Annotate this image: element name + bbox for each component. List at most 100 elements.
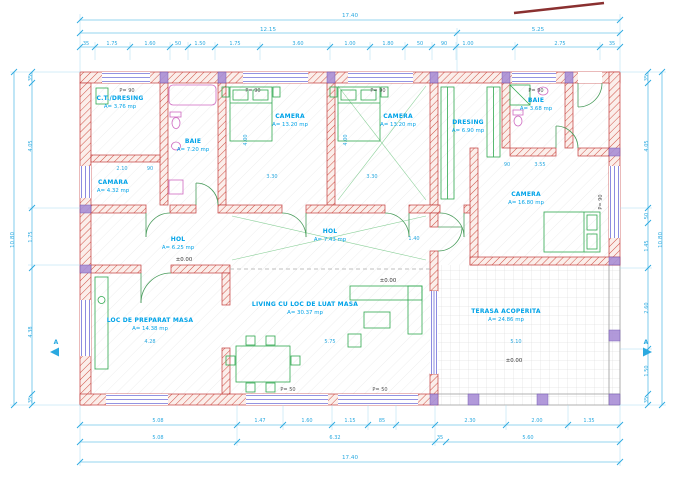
dim-interior: 90: [504, 162, 510, 168]
window-top-ct: [102, 72, 150, 83]
room-area-baie2: A= 3.68 mp: [520, 106, 553, 112]
glazing-living-terrace: [430, 291, 438, 374]
dim-top3: 90: [441, 41, 447, 47]
parapet-label: P= 90: [598, 194, 604, 209]
dim-top3: 50: [175, 41, 181, 47]
level-marker: ±0.00: [380, 278, 397, 284]
window-bottom-living-1: [246, 394, 328, 405]
dim-interior: 2.10: [116, 166, 127, 172]
columns: [79, 71, 621, 406]
window-bottom-living-2: [338, 394, 418, 405]
sofa: [349, 285, 423, 335]
section-markers: A A: [50, 339, 652, 357]
room-labels: C.T./DRESING A= 3.76 mp BAIE A= 7.20 mp …: [97, 95, 553, 332]
door-terrace: [437, 226, 463, 252]
parapet-label: P= 90: [119, 88, 134, 94]
dim-bottom1: 2.00: [531, 418, 542, 424]
room-area-camara: A= 4.32 mp: [97, 188, 130, 194]
room-name-camera3: CAMERA: [511, 191, 541, 198]
room-area-hol1: A= 6.25 mp: [162, 245, 195, 251]
section-label-left: A: [54, 339, 59, 346]
room-area-kitchen: A= 14.38 mp: [132, 326, 168, 332]
level-marker: ±0.00: [176, 257, 193, 263]
door-baie2: [555, 125, 579, 149]
dim-bottom2: 5.60: [522, 435, 533, 441]
dim-left: 4.38: [28, 326, 34, 337]
dim-top3: 35: [609, 41, 615, 47]
dim-interior: 3.55: [534, 162, 545, 168]
window-top-camera1: [243, 72, 308, 83]
room-name-kitchen: LOC DE PREPARAT MASA: [107, 317, 194, 324]
parapet-label: P= 90: [528, 88, 543, 94]
wc-baie2: [512, 109, 524, 127]
annotations: P= 90 P= 90 P= 90 P= 90 P= 90 P= 50 P= 5…: [119, 88, 604, 393]
dim-top-total: 17.40: [342, 13, 358, 19]
dim-top-right-span: 5.25: [532, 27, 545, 33]
dim-interior: 3.30: [266, 174, 277, 180]
dim-bottom2: 35: [437, 435, 443, 441]
boiler-ct: [95, 87, 109, 105]
washer-baie1: [168, 179, 184, 195]
room-name-camara: CAMARA: [98, 179, 128, 186]
dim-top3: 1.60: [144, 41, 155, 47]
dim-right-total: 10.80: [658, 232, 664, 248]
bed-camera3: [543, 211, 601, 253]
room-name-ct-dresing: C.T./DRESING: [97, 95, 144, 102]
door-baie1: [195, 182, 219, 206]
parapet-label: P= 90: [245, 88, 260, 94]
extension-lines: [10, 14, 666, 466]
window-top-camera2: [348, 72, 413, 83]
dim-top3: 1.50: [194, 41, 205, 47]
dim-interior: 90: [147, 166, 153, 172]
window-left-camara: [80, 166, 91, 198]
dim-top3: 3.60: [292, 41, 303, 47]
shower-baie2: [509, 84, 531, 106]
room-name-hol1: HOL: [171, 236, 186, 243]
section-lines: [231, 85, 427, 261]
door-camera2: [384, 212, 410, 238]
windows: [80, 72, 620, 405]
dimension-texts: 17.40 12.15 5.25 35 1.75 1.60 50 1.50 1.…: [10, 13, 664, 461]
dim-top3: 1.00: [462, 41, 473, 47]
dim-top3: 2.75: [554, 41, 565, 47]
room-name-dresing: DRESING: [452, 119, 484, 126]
dim-top3: 35: [83, 41, 89, 47]
dim-interior: 5.10: [510, 339, 521, 345]
dim-top3: 1.00: [344, 41, 355, 47]
kitchen-counter: [94, 276, 109, 370]
sink-baie2: [537, 86, 549, 96]
dim-bottom2: 5.08: [152, 435, 163, 441]
dim-bottom1: 1.35: [583, 418, 594, 424]
interior-dimension-texts: 4.00 3.30 4.00 3.30 2.10 90 4.28 5.75 5.…: [116, 134, 545, 345]
parapet-label-50: P= 50: [280, 387, 295, 393]
dim-right: 1.50: [644, 365, 650, 376]
dim-right: 4.05: [644, 140, 650, 151]
room-area-camera2: A= 13.20 mp: [380, 122, 416, 128]
dim-right: 35: [644, 397, 650, 403]
dim-bottom1: 1.60: [301, 418, 312, 424]
dim-top-left-span: 12.15: [260, 27, 276, 33]
window-bottom-kitchen: [106, 394, 168, 405]
dim-right: 35: [644, 75, 650, 81]
level-marker: ±0.00: [506, 358, 523, 364]
room-area-camera1: A= 13.20 mp: [272, 122, 308, 128]
dim-left-total: 10.80: [10, 232, 16, 248]
door-kitchen: [140, 272, 172, 304]
dim-right: 1.45: [644, 240, 650, 251]
dim-interior: 3.30: [366, 174, 377, 180]
wardrobe-dresing-right: [486, 86, 501, 158]
dim-left: 4.05: [28, 140, 34, 151]
room-area-terasa: A= 24.86 mp: [488, 317, 524, 323]
room-area-baie1: A= 7.20 mp: [177, 147, 210, 153]
wardrobe-dresing-left: [440, 86, 455, 200]
window-top-baie2: [512, 72, 556, 83]
room-name-baie2: BAIE: [528, 97, 544, 104]
door-entry: [577, 82, 603, 108]
dim-bottom-total: 17.40: [342, 455, 358, 461]
sanitary-fixtures: [168, 84, 549, 195]
room-area-living: A= 30.37 mp: [287, 310, 323, 316]
dim-bottom1: 85: [379, 418, 385, 424]
dim-bottom2: 6.32: [329, 435, 340, 441]
